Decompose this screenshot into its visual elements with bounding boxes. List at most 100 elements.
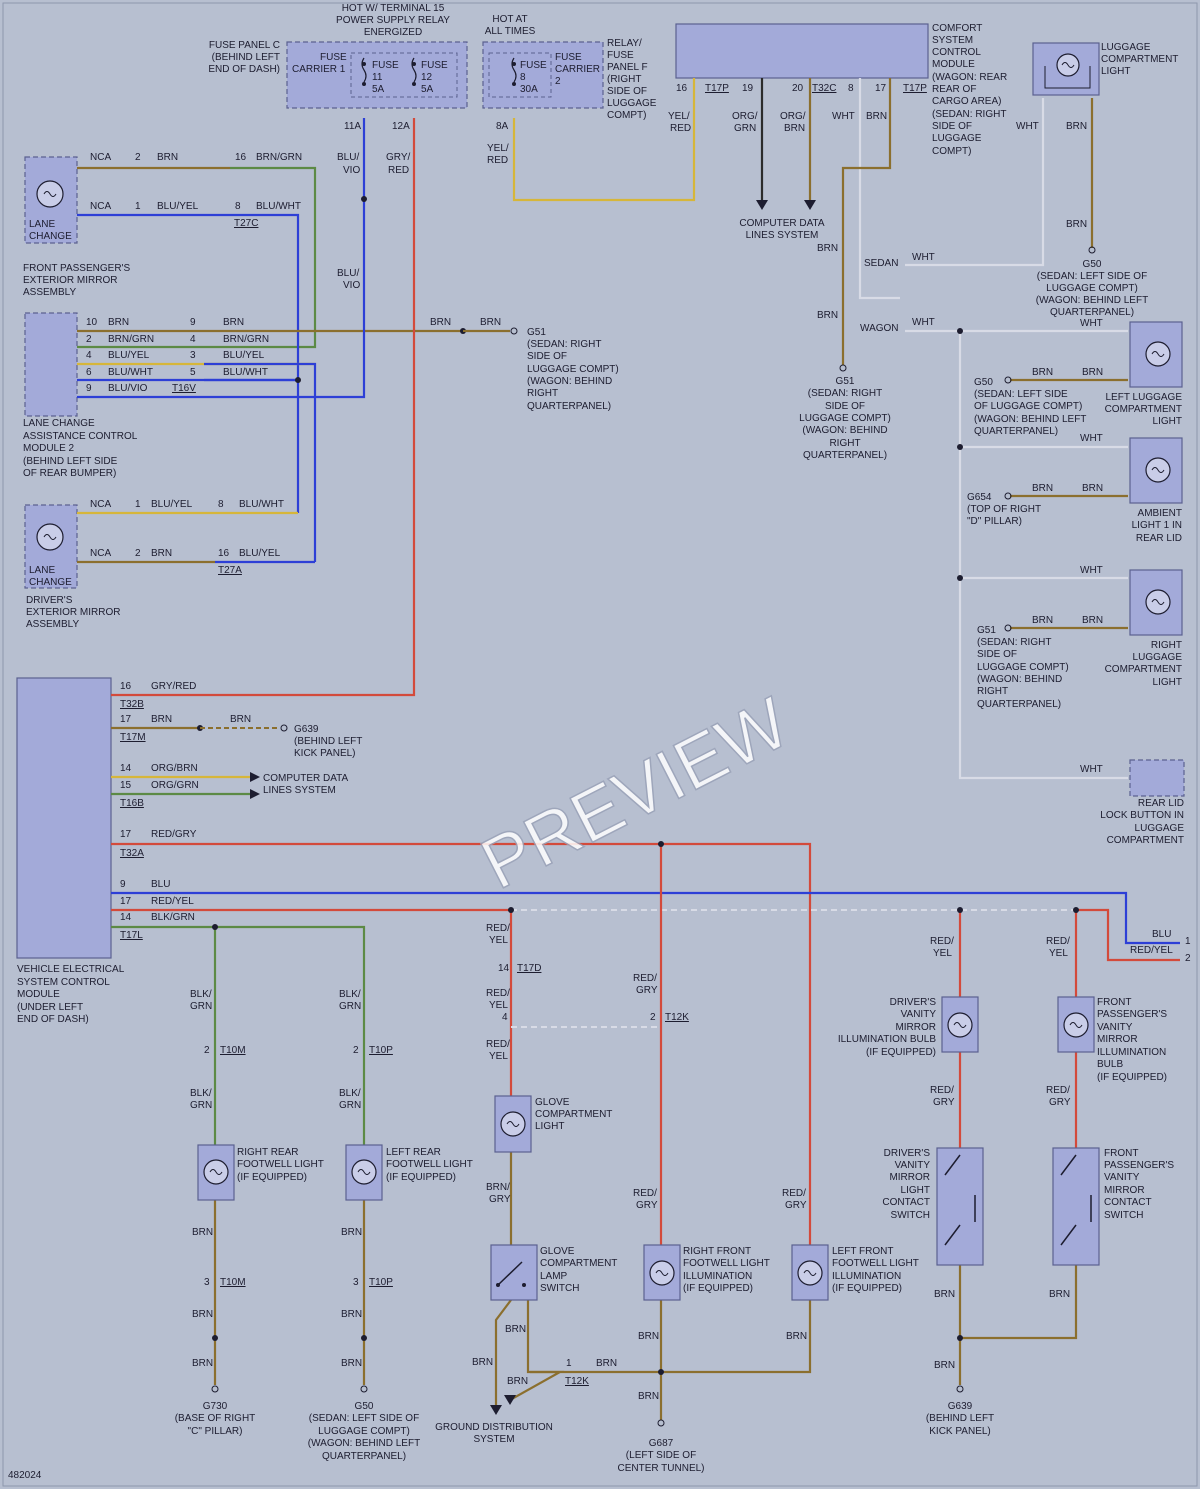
wire-label: RED/ (930, 1085, 954, 1096)
front-mirror-wire-labels: 2 BRN 16 BRN/GRN 1 BLU/YEL 8 BLU/WHT (135, 152, 302, 212)
wire-label: BRN (480, 317, 501, 328)
wire-label: GRY/ (386, 152, 410, 163)
label-line: LINES SYSTEM (263, 785, 336, 796)
wire-label: BRN (151, 548, 172, 559)
wire-label: GRY (933, 1097, 955, 1108)
label-line: (SEDAN: RIGHT (808, 388, 882, 399)
wire-label: BRN (341, 1358, 362, 1369)
wire-label: VIO (343, 165, 360, 176)
wire-label: GRY (636, 985, 658, 996)
connector-label: T17M (120, 732, 146, 743)
label-line: COMPARTMENT (1105, 664, 1182, 675)
splice-points (197, 196, 1079, 1375)
label-line: CARRIER (555, 64, 600, 75)
label-line: SWITCH (540, 1283, 579, 1294)
label-line: VANITY (895, 1160, 931, 1171)
label-line: FUSE (555, 52, 582, 63)
label-line: PANEL F (607, 62, 648, 73)
fuse-panel-c (286, 41, 468, 109)
label-line: LIGHT (1153, 677, 1182, 688)
offpage-labels: BLU RED/YEL 1 2 (1130, 929, 1191, 964)
label-g50-bottom: G50 (SEDAN: LEFT SIDE OF LUGGAGE COMPT) … (308, 1401, 420, 1462)
connector-t16v: T16V (172, 383, 196, 394)
arrow-ground-distribution (490, 1395, 516, 1415)
pin-label: 16 (120, 681, 132, 692)
pin-label: 2 (650, 1012, 656, 1023)
label-line: VANITY (1104, 1172, 1140, 1183)
wire-label: BRN (1082, 483, 1103, 494)
label-line: (WAGON: BEHIND LEFT (308, 1438, 420, 1449)
driver-mirror-wire-labels: 1 BLU/YEL 8 BLU/WHT 2 BRN 16 BLU/YEL (135, 499, 284, 559)
wire-label: BRN (1032, 615, 1053, 626)
label-line: ILLUMINATION (832, 1271, 901, 1282)
label-line: COMPARTMENT (1101, 54, 1178, 65)
label-line: (BASE OF RIGHT (175, 1413, 256, 1424)
label-luggage-light: LUGGAGE COMPARTMENT LIGHT (1101, 42, 1178, 77)
connector-label: T17P (705, 83, 729, 94)
label-line: (SEDAN: RIGHT (977, 637, 1051, 648)
label-line: "C" PILLAR) (188, 1426, 243, 1437)
label-line: SIDE OF (527, 351, 567, 362)
left-front-footwell-box (791, 1244, 829, 1301)
label-rf-footwell: RIGHT FRONT FOOTWELL LIGHT ILLUMINATION … (683, 1246, 770, 1294)
pin-label: 17 (120, 896, 132, 907)
wire-label: WHT (1080, 318, 1103, 329)
pin-label: 14 (120, 912, 132, 923)
label-line: DRIVER'S (890, 997, 937, 1008)
label-line: LINES SYSTEM (746, 230, 819, 241)
label-g51-right: G51 (SEDAN: RIGHT SIDE OF LUGGAGE COMPT)… (977, 625, 1069, 710)
glove-light-box (494, 1095, 532, 1153)
label-line: COMFORT (932, 23, 982, 34)
label-g687: G687 (LEFT SIDE OF CENTER TUNNEL) (617, 1438, 704, 1474)
wire-label: RED/ (930, 936, 954, 947)
wire-label: BLU/YEL (223, 350, 265, 361)
pin-8a: 8A (496, 121, 509, 132)
rear-lid-button-box (1129, 759, 1185, 797)
label-line: QUARTERPANEL) (1050, 307, 1134, 318)
wire-label: RED/ (633, 973, 657, 984)
wire-label: BRN (784, 123, 805, 134)
label-ambient-light: AMBIENT LIGHT 1 IN REAR LID (1132, 508, 1182, 544)
label-line: FUSE (607, 50, 634, 61)
pin-label: 9 (120, 879, 126, 890)
label-line: (WAGON: REAR (932, 72, 1007, 83)
label-line: 5A (372, 84, 385, 95)
wire-label: RED (670, 123, 691, 134)
wire-label: BLK/ (339, 989, 361, 1000)
connector-label: T10P (369, 1277, 393, 1288)
wire-label: WHT (912, 317, 935, 328)
wire-label: RED/ (486, 988, 510, 999)
wire-label: GRY/RED (151, 681, 196, 692)
label-comfort-module: COMFORT SYSTEM CONTROL MODULE (WAGON: RE… (932, 23, 1007, 157)
pin-label: 10 (86, 317, 98, 328)
wire-label: ORG/GRN (151, 780, 199, 791)
nca-label: NCA (90, 548, 111, 559)
label-line: G50 (1083, 259, 1102, 270)
label-line: LUGGAGE (932, 133, 982, 144)
label-line: CONTACT (1104, 1197, 1152, 1208)
wire-label: BRN (596, 1358, 617, 1369)
label-fuse-carrier-1: FUSE CARRIER 1 (292, 52, 347, 75)
label-line: ALL TIMES (485, 26, 536, 37)
pin-label: 8 (235, 201, 241, 212)
label-line: VANITY (1097, 1022, 1133, 1033)
nca-label: NCA (90, 499, 111, 510)
pin-label: 15 (120, 780, 132, 791)
label-line: 12 (421, 72, 433, 83)
passenger-vanity-bulb-box (1057, 996, 1095, 1053)
connector-label: T32A (120, 848, 144, 859)
label-line: FUSE PANEL C (209, 40, 280, 51)
label-vesc-module: VEHICLE ELECTRICAL SYSTEM CONTROL MODULE… (17, 964, 125, 1025)
label-line: FRONT (1097, 997, 1131, 1008)
right-front-footwell-box (643, 1244, 681, 1301)
label-line: RIGHT REAR (237, 1147, 299, 1158)
wire-label: BRN (341, 1309, 362, 1320)
wire-label: BLK/ (190, 1088, 212, 1099)
label-line: MIRROR (895, 1022, 936, 1033)
label-line: RIGHT (527, 388, 558, 399)
label-fuse12: FUSE 12 5A (421, 60, 448, 95)
label-drv-vanity-switch: DRIVER'S VANITY MIRROR LIGHT CONTACT SWI… (882, 1148, 930, 1221)
label-line: LUGGAGE (1133, 652, 1183, 663)
label-g51-left: G51 (SEDAN: RIGHT SIDE OF LUGGAGE COMPT)… (527, 327, 619, 412)
label-g639-bottom: G639 (BEHIND LEFT KICK PANEL) (926, 1401, 994, 1437)
